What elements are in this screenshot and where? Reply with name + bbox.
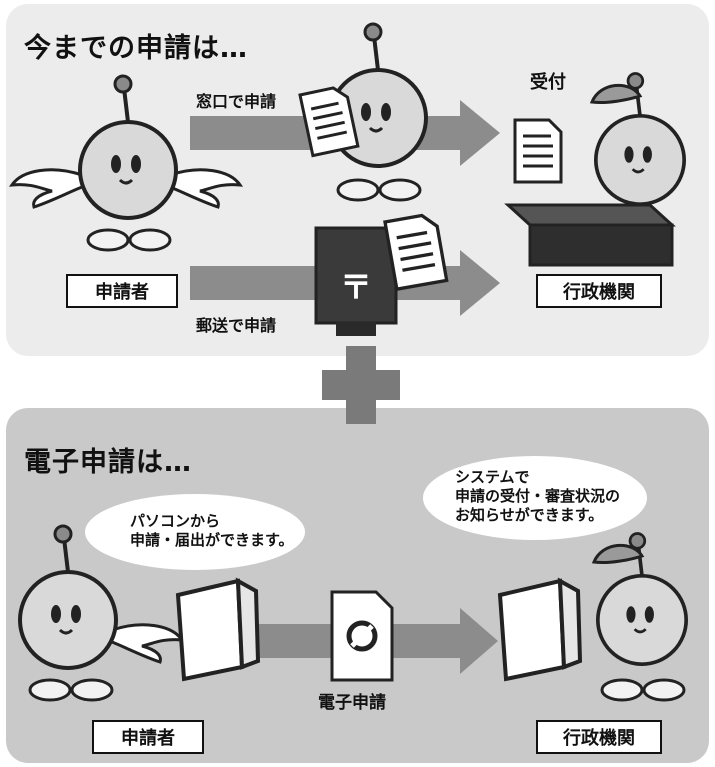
applicant-label-bottom: 申請者 bbox=[92, 720, 204, 754]
system-note: システムで 申請の受付・審査状況の お知らせができます。 bbox=[455, 468, 620, 525]
counter-mascot bbox=[298, 22, 428, 202]
pc-note-line2: 申請・届出ができます。 bbox=[130, 531, 294, 549]
svg-text:〒: 〒 bbox=[340, 268, 372, 306]
applicant-monitor bbox=[176, 579, 260, 681]
agency-mascot-top bbox=[589, 71, 686, 207]
mail-application-label: 郵送で申請 bbox=[196, 316, 277, 335]
pc-note-line1: パソコンから bbox=[130, 512, 221, 530]
mailbox-icon: 〒 bbox=[314, 211, 449, 336]
pc-note: パソコンから 申請・届出ができます。 bbox=[130, 512, 294, 550]
reception-desk bbox=[504, 118, 676, 267]
received-label: 受付 bbox=[530, 72, 566, 93]
agency-label-bottom: 行政機関 bbox=[536, 720, 662, 754]
e-application-label: 電子申請 bbox=[318, 693, 386, 713]
system-note-line1: システムで bbox=[455, 468, 530, 486]
agency-label-top: 行政機関 bbox=[536, 274, 662, 308]
system-note-line2: 申請の受付・審査状況の bbox=[455, 487, 621, 505]
plus-icon bbox=[322, 346, 400, 424]
counter-application-label: 窓口で申請 bbox=[196, 92, 277, 111]
agency-monitor bbox=[498, 579, 582, 681]
e-document-icon bbox=[330, 590, 394, 682]
applicant-label-top: 申請者 bbox=[66, 274, 178, 308]
system-note-cloud bbox=[423, 456, 647, 540]
e-application-title: 電子申請は… bbox=[24, 447, 192, 478]
agency-mascot-bottom bbox=[591, 531, 688, 702]
pc-note-cloud bbox=[85, 494, 305, 570]
current-process-title: 今までの申請は… bbox=[24, 33, 248, 64]
system-note-line3: お知らせができます。 bbox=[455, 506, 604, 524]
